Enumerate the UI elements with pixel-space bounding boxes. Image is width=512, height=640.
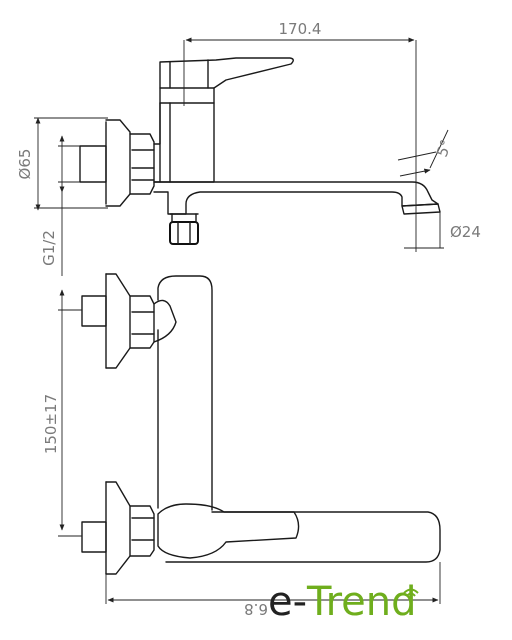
lower-inlet-pipe	[81, 521, 107, 553]
handle-top	[157, 503, 300, 559]
upper-inlet-pipe	[81, 295, 107, 327]
spout-top	[165, 511, 441, 563]
cartridge-cap	[159, 87, 215, 104]
side-view: 170.4 5° Ø24 Ø65 G1/2	[16, 20, 481, 276]
top-view: 150±17 6.8	[42, 273, 441, 618]
flange	[105, 119, 131, 207]
spout	[153, 181, 439, 215]
brand-name: Trend	[307, 579, 417, 625]
inlet-pipe	[79, 145, 107, 183]
upper-flange	[105, 273, 131, 369]
dim-thread-label: G1/2	[40, 230, 58, 266]
lower-connector	[129, 505, 155, 557]
brand-logo: e-Trend	[268, 578, 438, 628]
connector-nut	[129, 133, 155, 195]
dim-spacing-label: 150±17	[42, 394, 60, 454]
brand-prefix: e-	[268, 579, 308, 625]
handle-lever	[159, 57, 294, 89]
dim-spout-length-label: 170.4	[279, 20, 322, 38]
wifi-signal-icon	[403, 588, 419, 601]
aerator	[401, 203, 441, 215]
dim-flange-label: Ø65	[16, 149, 34, 180]
dim-angle-label: 5°	[433, 137, 456, 159]
body-outline	[157, 275, 213, 511]
dim-angle	[399, 168, 431, 177]
diverter	[169, 221, 199, 245]
angle-ext	[397, 151, 437, 161]
dim-projection-label: 6.8	[244, 600, 268, 618]
upper-elbow	[153, 299, 177, 343]
upper-connector	[129, 295, 155, 349]
dim-outlet-label: Ø24	[450, 223, 481, 241]
lower-flange	[105, 481, 131, 575]
mixer-body	[153, 102, 215, 183]
